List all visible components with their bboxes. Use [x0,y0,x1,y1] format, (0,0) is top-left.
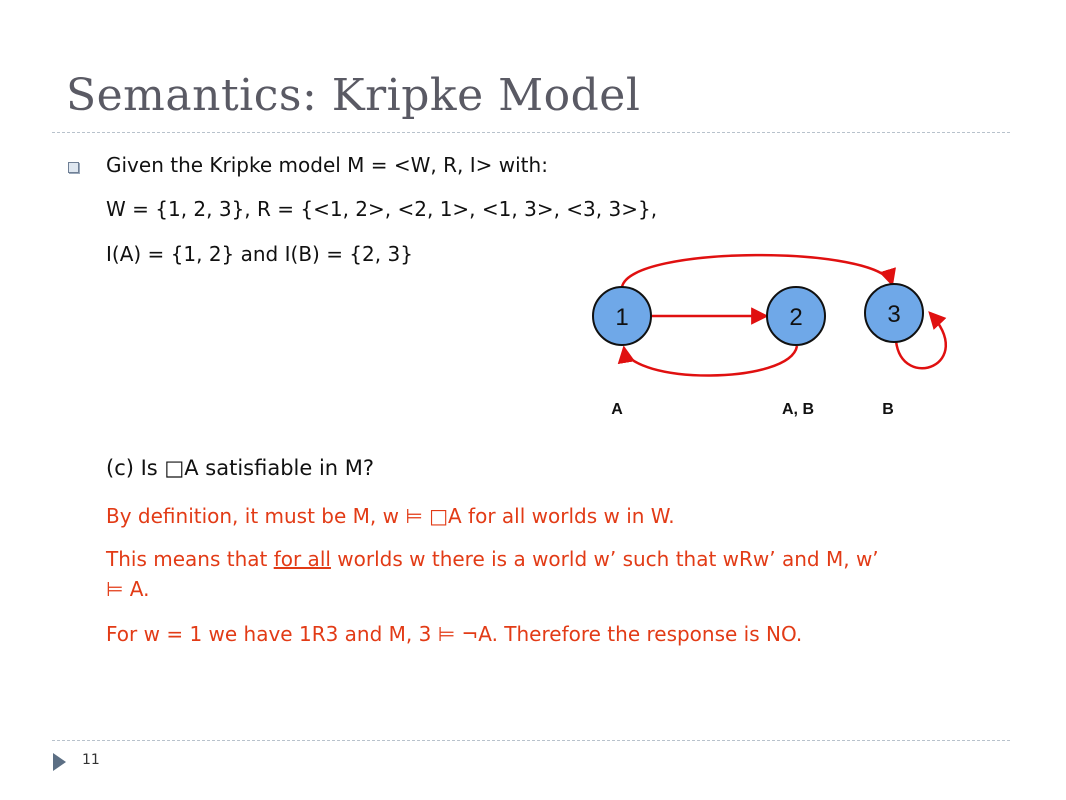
for-all-underlined: for all [273,547,331,571]
edge-1-3 [620,253,896,288]
slide-title: Semantics: Kripke Model [66,70,641,121]
world-node-2 [766,286,826,346]
answer-line-2: This means that for all worlds w there i… [106,546,879,572]
world-node-3 [864,283,924,343]
footer-triangle-icon [53,753,66,771]
square-bullet-icon [68,162,79,173]
title-divider [52,132,1010,133]
worlds-relations-text: W = {1, 2, 3}, R = {<1, 2>, <2, 1>, <1, … [106,197,658,221]
edge-2-1 [617,345,799,377]
answer-line-1: By definition, it must be M, w ⊨ □A for … [106,504,675,528]
footer-divider [52,740,1010,741]
answer-line-2-continued: ⊨ A. [106,577,150,601]
world-props-2: A, B [782,401,814,418]
question-c: (c) Is □A satisfiable in M? [106,456,375,480]
answer-line-2-post: worlds w there is a world w’ such that w… [330,547,879,571]
world-props-1: A [611,401,623,418]
world-node-1 [592,286,652,346]
world-label-2: 2 [789,304,802,331]
answer-line-3: For w = 1 we have 1R3 and M, 3 ⊨ ¬A. The… [106,622,803,646]
given-model-text: Given the Kripke model M = <W, R, I> wit… [106,153,548,177]
page-number: 11 [82,752,100,768]
world-props-3: B [882,401,894,418]
interpretation-text: I(A) = {1, 2} and I(B) = {2, 3} [106,242,413,266]
answer-line-2-pre: This means that [106,547,274,571]
world-label-1: 1 [615,304,628,331]
edge-3-3 [894,311,947,370]
world-label-3: 3 [887,301,900,328]
